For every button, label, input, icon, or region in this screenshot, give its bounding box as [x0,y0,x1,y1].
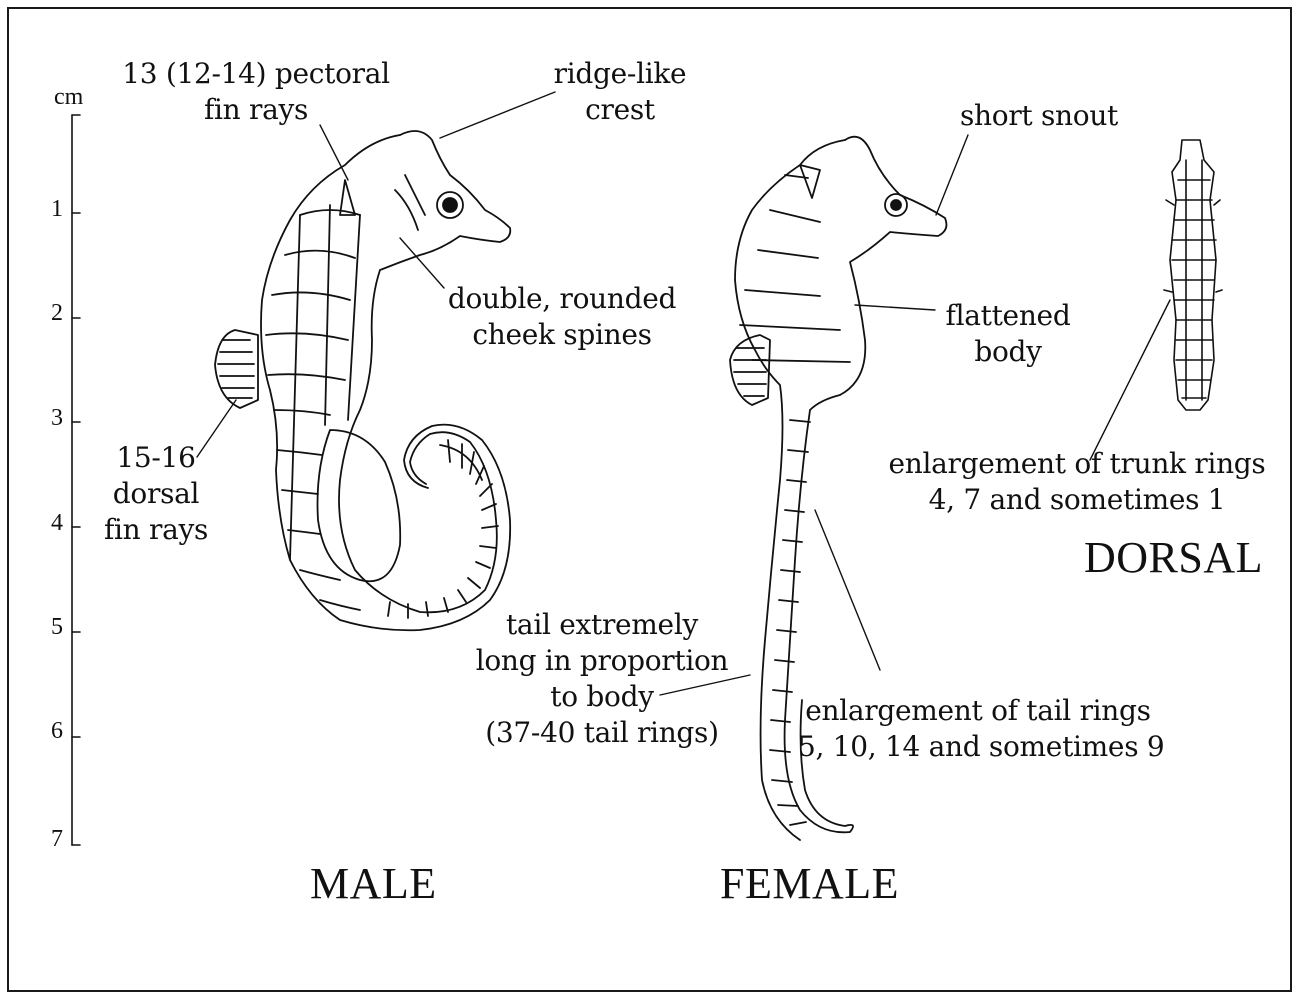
scale-tick-label: 2 [51,300,63,327]
leader-lines [197,92,1170,695]
scale-tick-label: 4 [51,510,63,537]
scale-unit-label: cm [54,84,83,111]
scale-bar [72,115,80,845]
dorsal-view-title: DORSAL [1084,532,1263,583]
scale-tick-label: 5 [51,614,63,641]
short-snout-label: short snout [954,98,1124,134]
male-view-title: MALE [310,858,437,909]
scale-tick-label: 6 [51,718,63,745]
scale-tick-label: 7 [51,826,63,853]
scale-tick-label: 1 [51,196,63,223]
dorsal-seahorse-drawing [1164,140,1222,410]
scale-tick-label: 3 [51,405,63,432]
male-seahorse-drawing [215,131,510,630]
female-view-title: FEMALE [720,858,899,909]
